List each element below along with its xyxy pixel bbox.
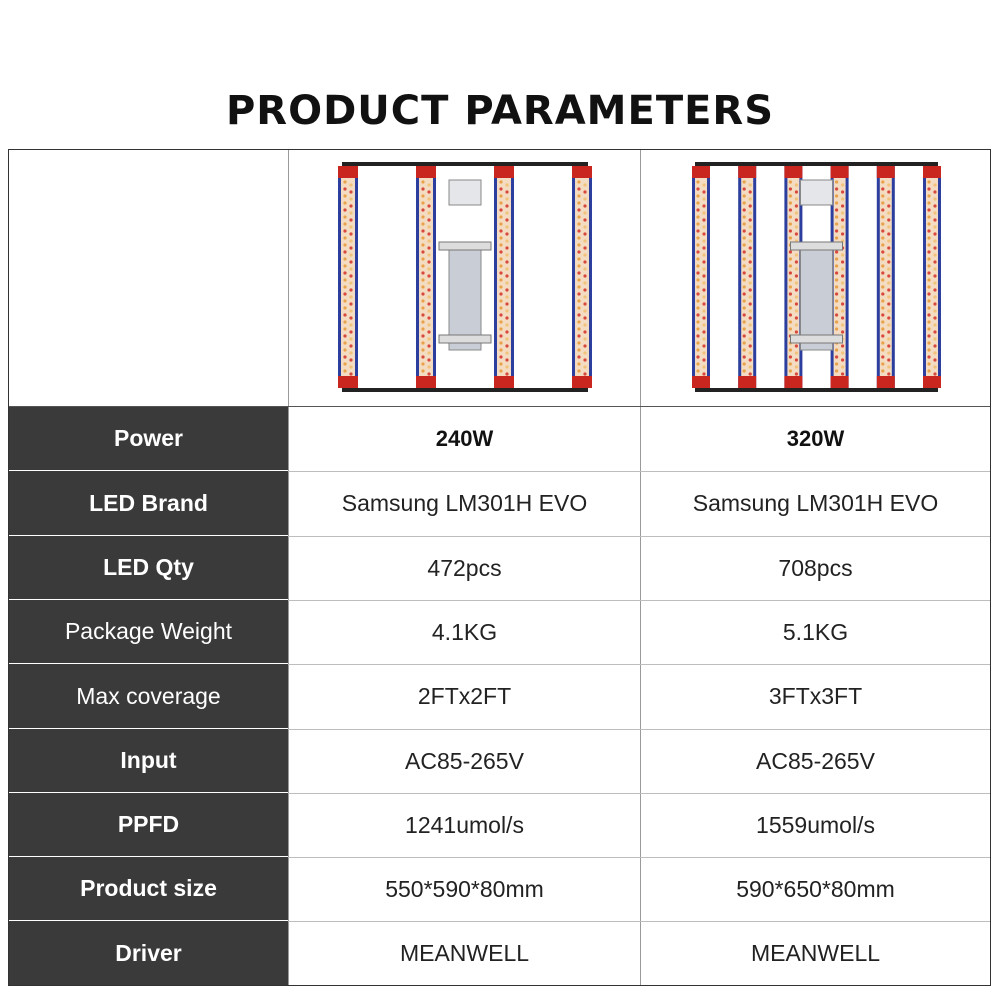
row-value: 5.1KG — [782, 618, 849, 645]
led-bar — [830, 166, 849, 388]
empty-header-cell — [9, 150, 288, 406]
row-value: MEANWELL — [399, 940, 530, 966]
page-title: PRODUCT PARAMETERS — [225, 88, 775, 134]
row-divider — [288, 471, 990, 472]
row-label: PPFD — [9, 793, 288, 856]
row-value: 590*650*80mm — [736, 875, 895, 902]
row-value: 708pcs — [778, 554, 853, 581]
row-value: AC85-265V — [405, 747, 524, 774]
row-divider — [288, 729, 990, 730]
row-value: MEANWELL — [750, 940, 881, 966]
led-grow-light-240w-image — [338, 162, 592, 392]
led-bar — [923, 166, 941, 388]
row-label: Product size — [9, 857, 288, 920]
row-divider — [288, 857, 990, 858]
row-value: Samsung LM301H EVO — [692, 490, 939, 516]
column-divider — [288, 150, 289, 985]
row-label: Max coverage — [9, 664, 288, 728]
row-label: LED Qty — [9, 536, 288, 599]
row-divider — [288, 600, 990, 601]
led-bar — [572, 166, 592, 388]
parameters-table: Power 240W 320W LED Brand Samsung LM301H EVO… — [8, 149, 991, 986]
driver-box — [448, 244, 482, 351]
dimmer-box — [448, 179, 482, 206]
row-divider — [288, 536, 990, 537]
row-label: Driver — [9, 921, 288, 985]
row-value: 240W — [435, 426, 494, 451]
product-image-cell-320w — [641, 150, 990, 406]
row-divider — [288, 921, 990, 922]
column-divider — [640, 150, 641, 985]
row-label: Power — [9, 407, 288, 470]
led-bar — [494, 166, 514, 388]
led-bar — [338, 166, 358, 388]
row-value: Samsung LM301H EVO — [341, 490, 588, 516]
led-bar — [692, 166, 710, 388]
led-bar — [738, 166, 757, 388]
row-value: 320W — [786, 426, 845, 451]
led-grow-light-320w-image — [692, 162, 941, 392]
frame-top-rail — [342, 162, 588, 166]
row-label: Input — [9, 729, 288, 792]
frame-bottom-rail — [342, 388, 588, 392]
row-divider — [288, 664, 990, 665]
led-bar — [416, 166, 436, 388]
led-bar — [784, 166, 803, 388]
row-divider — [9, 406, 990, 407]
row-value: AC85-265V — [756, 747, 875, 774]
frame-top-rail — [695, 162, 938, 166]
row-label: Package Weight — [9, 600, 288, 663]
frame-bottom-rail — [695, 388, 938, 392]
product-image-cell-240w — [288, 150, 640, 406]
row-value: 472pcs — [427, 554, 502, 581]
row-divider — [288, 793, 990, 794]
row-value: 550*590*80mm — [385, 875, 544, 902]
row-value: 1241umol/s — [405, 811, 524, 838]
dimmer-box — [800, 179, 833, 206]
row-value: 3FTx3FT — [768, 683, 863, 709]
led-bar — [876, 166, 895, 388]
row-value: 4.1KG — [431, 618, 498, 645]
row-value: 2FTx2FT — [417, 683, 512, 709]
driver-box — [800, 244, 833, 351]
row-value: 1559umol/s — [756, 811, 875, 838]
row-label: LED Brand — [9, 471, 288, 535]
